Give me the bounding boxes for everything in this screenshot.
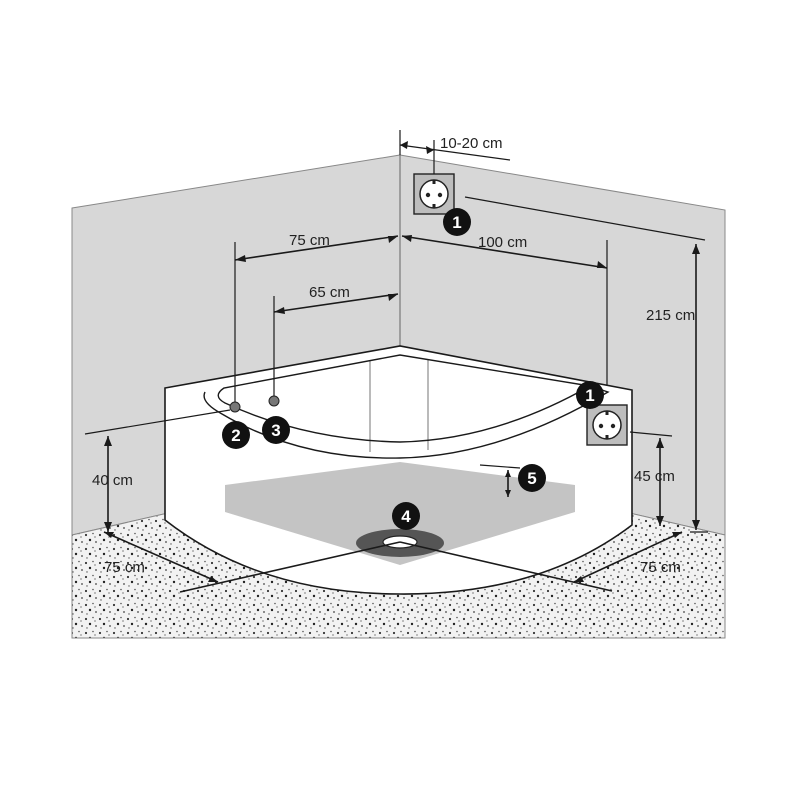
svg-text:1: 1 — [452, 213, 461, 232]
dim-floor-right: 75 cm — [640, 559, 681, 576]
marker-tray-height: 5 — [518, 464, 546, 492]
dim-right-wall-100: 100 cm — [478, 234, 527, 251]
svg-text:4: 4 — [401, 507, 411, 526]
marker-drain: 4 — [392, 502, 420, 530]
svg-text:5: 5 — [527, 469, 536, 488]
dim-valve-height: 40 cm — [92, 472, 133, 489]
svg-text:2: 2 — [231, 426, 240, 445]
valve-icon — [229, 401, 241, 413]
marker-valve-right: 3 — [262, 416, 290, 444]
svg-text:1: 1 — [585, 386, 594, 405]
dim-outlet-offset: 10-20 cm — [440, 135, 503, 152]
power-socket-icon — [413, 173, 455, 215]
dim-left-wall-75: 75 cm — [289, 232, 330, 249]
dim-total-height: 215 cm — [646, 307, 695, 324]
valve-icon — [268, 395, 280, 407]
marker-valve-left: 2 — [222, 421, 250, 449]
svg-text:3: 3 — [271, 421, 280, 440]
marker-socket-top: 1 — [443, 208, 471, 236]
dim-left-wall-65: 65 cm — [309, 284, 350, 301]
marker-socket-right: 1 — [576, 381, 604, 409]
power-socket-icon — [586, 404, 628, 446]
dim-floor-left: 75 cm — [104, 559, 145, 576]
dim-outlet-height: 45 cm — [634, 468, 675, 485]
